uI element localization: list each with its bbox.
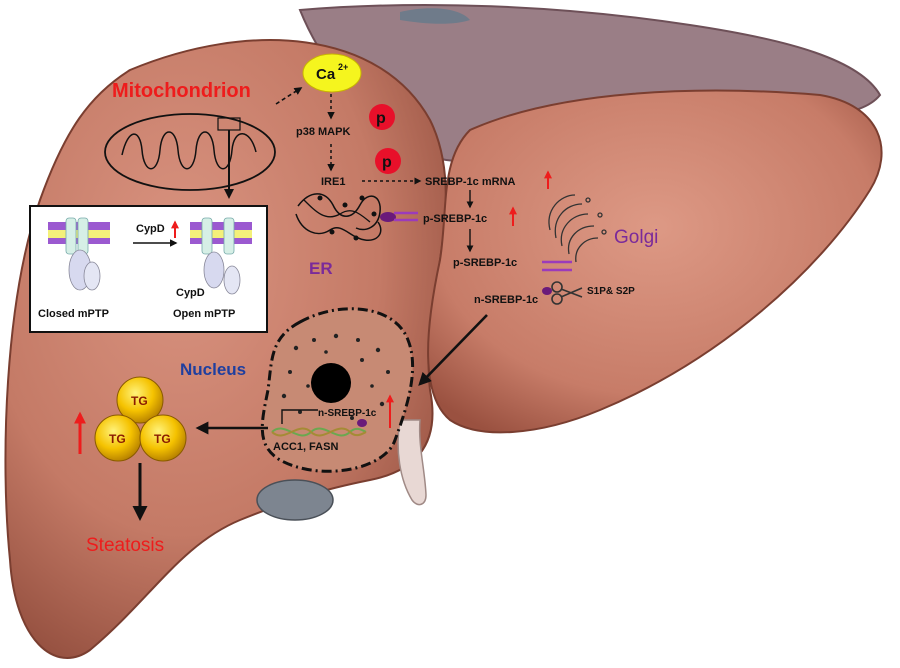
steatosis-label: Steatosis [86,535,164,556]
closed-mptp-label: Closed mPTP [38,308,109,320]
gallbladder [256,479,334,521]
phospho-ire1-label: p [382,154,392,171]
open-mptp-icon [190,217,252,295]
closed-mptp-icon [48,217,110,291]
ire1-label: IRE1 [321,176,345,188]
golgi-to-nucleus-arrow [418,314,488,386]
dna-helix-icon [271,427,367,437]
cypd-bottom-label: CypD [176,287,205,299]
golgi-label: Golgi [614,227,658,248]
calcium-ion [302,53,362,93]
er-label: ER [309,259,333,278]
svg-text:TG: TG [109,432,126,446]
golgi-icon [548,194,607,263]
chromatin-dots [281,333,390,420]
n-srebp-label: n-SREBP-1c [474,294,538,306]
liver-left-lobe [427,89,883,434]
calcium-label: Ca [316,66,336,83]
tg-droplet-right: TG [139,414,187,462]
mitochondrion-label: Mitochondrion [112,80,251,102]
liver-right-lobe [4,39,447,659]
phospho-p38-badge [369,104,395,130]
nucleus-label: Nucleus [180,360,246,379]
acc-fasn-label: ACC1, FASN [273,441,338,453]
falciform-ligament [397,419,427,506]
svg-text:TG: TG [154,432,171,446]
srebp-golgi-icon [542,260,572,272]
p-srebp-golgi-label: p-SREBP-1c [453,257,517,269]
tg-droplet-left: TG [94,414,142,462]
cypd-top-label: CypD [136,223,165,235]
p-srebp-er-label: p-SREBP-1c [423,213,487,225]
svg-text:TG: TG [131,394,148,408]
srebp-mrna-label: SREBP-1c mRNA [425,176,516,188]
tg-droplet-top: TG [116,376,164,424]
n-srebp-fragment-icon [542,287,552,295]
scissors-icon [551,281,583,305]
calcium-charge: 2+ [338,62,348,72]
n-srebp-nucleus-icon [357,419,367,427]
phospho-ire1-badge [375,148,401,174]
er-icon [295,193,382,241]
open-mptp-label: Open mPTP [173,308,235,320]
phospho-p38-label: p [376,110,386,127]
srebp-precursor-er-icon [380,211,418,222]
ligament-band [400,8,470,24]
mito-to-ca-arrow [275,87,303,105]
p38-mapk-label: p38 MAPK [296,126,350,138]
transcription-start-arrow [281,409,318,424]
n-srebp-nucleus-label: n-SREBP-1c [318,408,377,419]
s1p-s2p-label: S1P& S2P [587,286,635,297]
nucleolus [311,363,351,403]
